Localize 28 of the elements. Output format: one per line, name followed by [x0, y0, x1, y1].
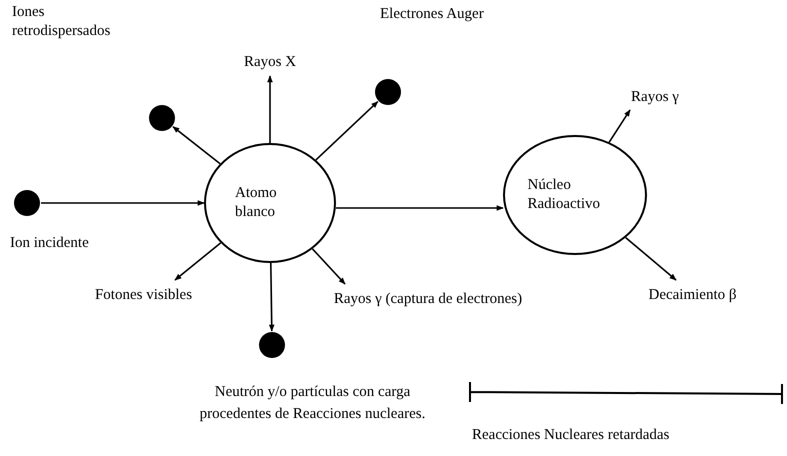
arrow: [315, 101, 378, 160]
particle-dot: [259, 332, 285, 358]
emission-label: Decaimiento β: [630, 280, 755, 310]
particle-dot: [14, 190, 40, 216]
span-label: Reacciones Nucleares retardadas: [472, 426, 670, 445]
atom-circle: [204, 143, 336, 263]
arrow: [625, 236, 677, 281]
arrow: [267, 75, 273, 143]
particle-caption: Neutrón y/o partículas con carga procedentes de Reacciones nucleares.: [198, 383, 426, 424]
arrow: [608, 109, 631, 143]
emission-label: Fotones visibles: [76, 280, 211, 310]
particle-dot: [375, 79, 401, 105]
arrow: [312, 248, 346, 285]
arrow: [172, 126, 221, 164]
arrow: [268, 262, 274, 332]
particle-dot: [149, 105, 175, 131]
span-label: Iones retrodispersados: [12, 3, 112, 41]
arrow: [41, 200, 205, 206]
atom-circle: [503, 135, 647, 255]
emission-label: Rayos γ: [620, 84, 690, 110]
node-label: Núcleo Radioactivo: [528, 176, 601, 214]
emission-label: Rayos X: [234, 48, 306, 76]
arrow: [174, 242, 222, 281]
particle-caption: Ion incidente: [10, 234, 90, 253]
particle-caption: Electrones Auger: [380, 5, 485, 24]
node-label: Atomo blanco: [235, 184, 278, 222]
emission-label: Rayos γ (captura de electrones): [303, 284, 553, 314]
arrow: [336, 205, 504, 211]
